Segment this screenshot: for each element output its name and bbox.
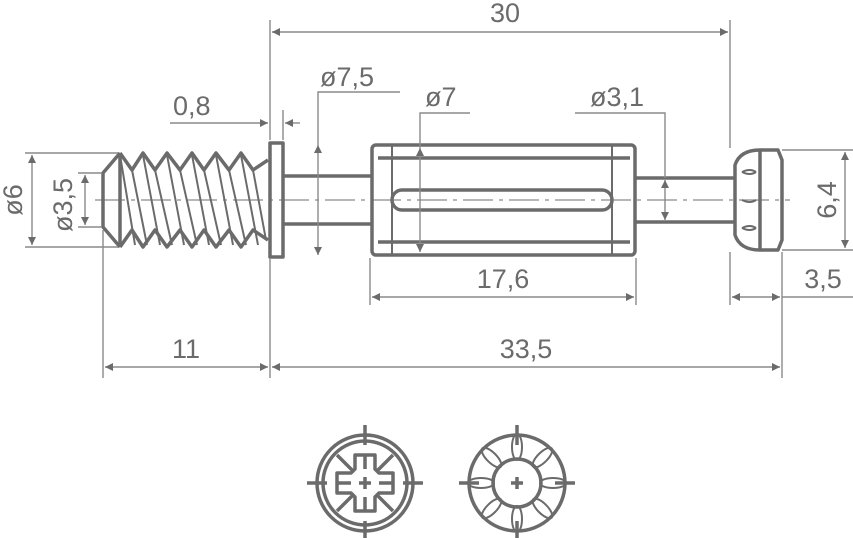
dim-dia-7-5: ø7,5 [320,62,374,92]
pozidriv-end-view [307,425,423,538]
dim-6-4: 6,4 [812,181,842,219]
shaft [283,174,735,226]
dim-3-5: 3,5 [804,264,842,294]
dim-30: 30 [490,0,520,28]
ribbed-head-end-view [459,425,575,538]
dim-17-6: 17,6 [477,264,530,294]
dim-dia-3-1: ø3,1 [590,82,644,112]
dim-0-8: 0,8 [173,91,211,121]
bolt-head [733,148,784,252]
dim-dia-6: ø6 [0,184,28,216]
flange [268,141,285,259]
threaded-shank [101,151,269,249]
dim-dia-7: ø7 [425,82,457,112]
dim-33-5: 33,5 [500,334,553,364]
dim-11: 11 [172,334,200,364]
dimension-lines [25,20,853,378]
dim-dia-3-5: ø3,5 [48,178,78,232]
ribbed-sleeve [370,143,637,257]
